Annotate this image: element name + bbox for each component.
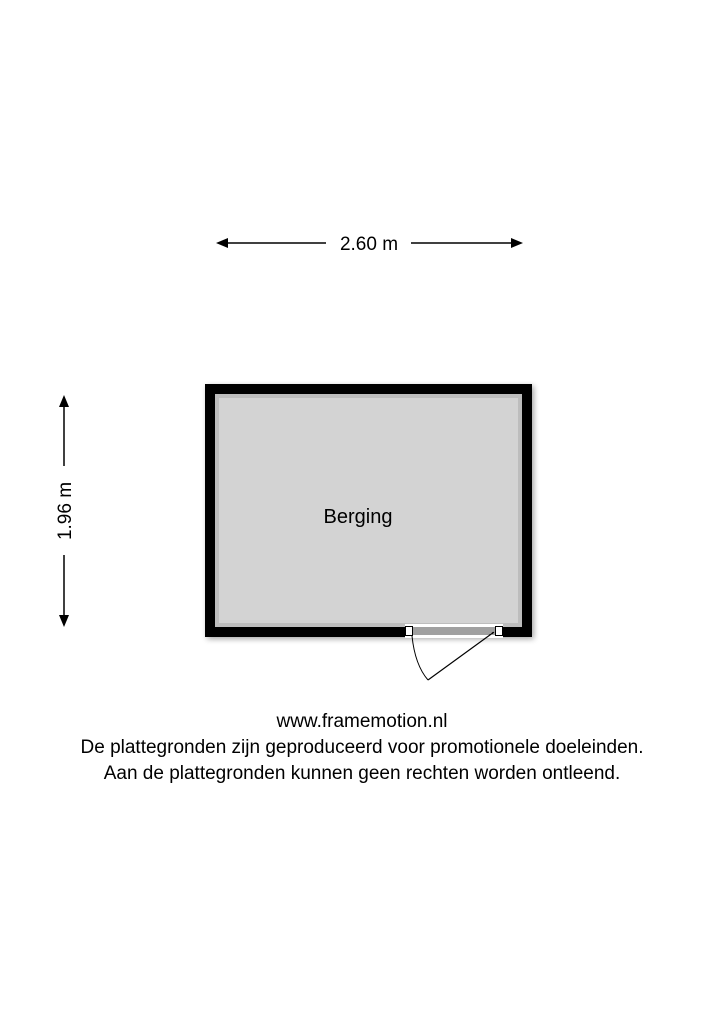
room-floor [217,396,520,625]
website-link: www.framemotion.nl [276,711,448,732]
width-label: 2.60 m [340,234,398,255]
width-dimension: 2.60 m [216,234,523,255]
arrow-right-icon [511,238,523,248]
door-leaf [427,631,495,681]
door-swing-arc [411,635,429,681]
arrow-up-icon [59,395,69,407]
door [405,624,503,681]
disclaimer-line-1: De plattegronden zijn geproduceerd voor … [80,737,644,758]
room-label: Berging [324,506,393,528]
footer: www.framemotion.nl De plattegronden zijn… [0,709,724,787]
arrow-left-icon [216,238,228,248]
disclaimer-line-2: Aan de plattegronden kunnen geen rechten… [103,763,621,784]
height-dimension: 1.96 m [55,395,76,627]
room-berging: Berging [205,384,534,681]
arrow-down-icon [59,615,69,627]
height-label: 1.96 m [55,482,76,540]
